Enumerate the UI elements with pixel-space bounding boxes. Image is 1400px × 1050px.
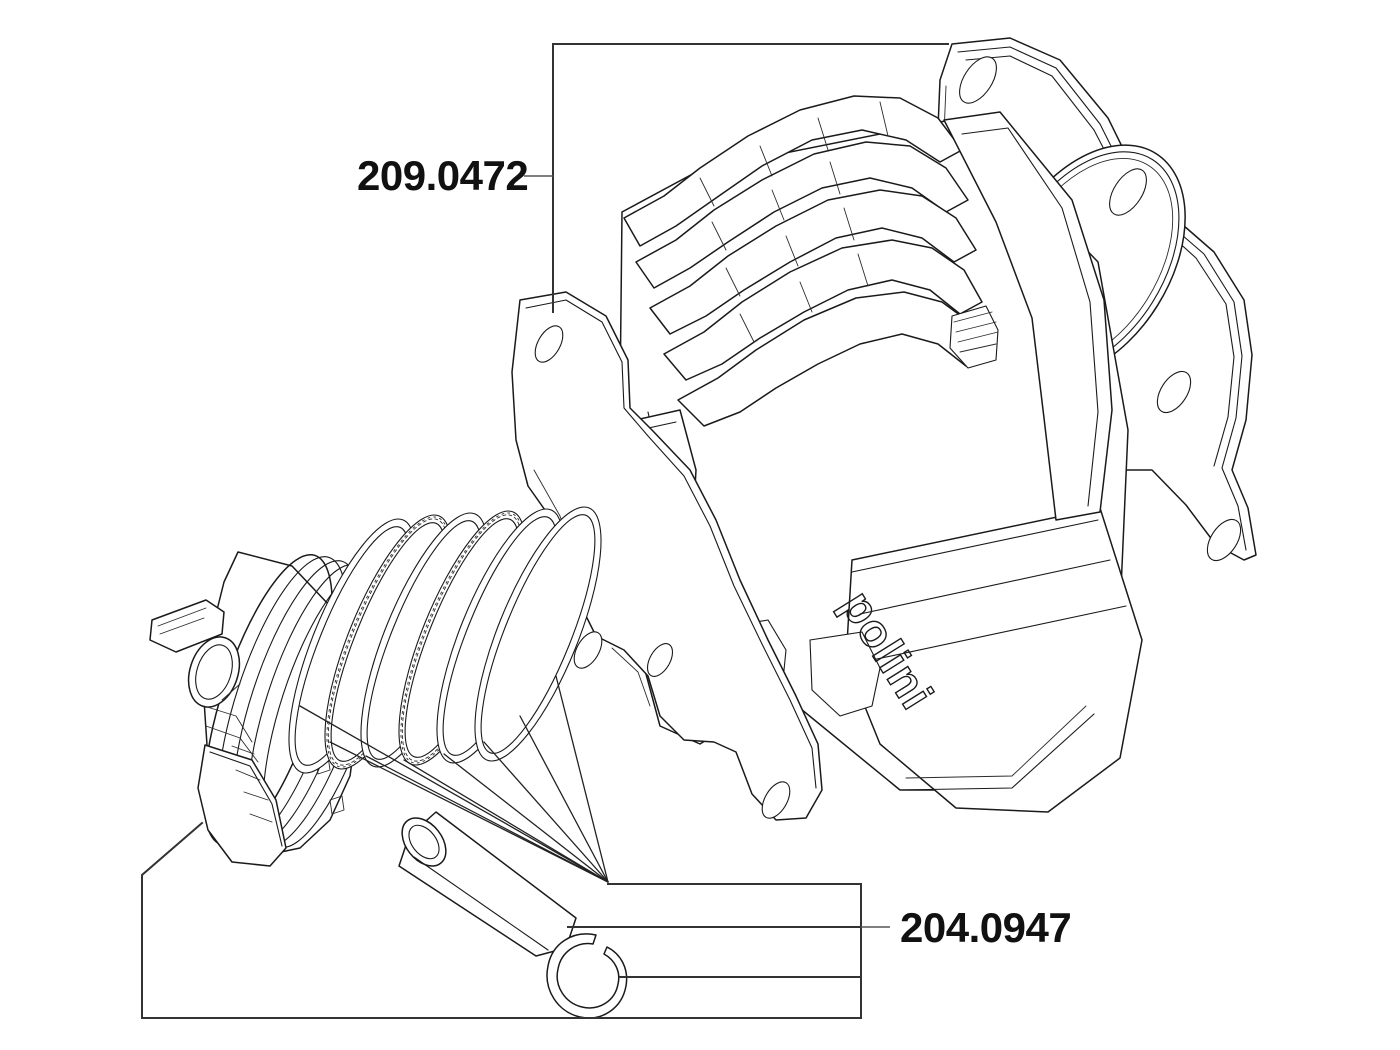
part-label-209-0472: 209.0472 bbox=[357, 152, 528, 199]
callout-209-0472: 209.0472 bbox=[357, 43, 949, 313]
head-gasket-bolt-hole bbox=[1206, 518, 1242, 562]
head-gasket-bolt-hole bbox=[1109, 168, 1147, 216]
piston-ring bbox=[474, 506, 602, 762]
cylinder-dowel bbox=[809, 631, 881, 717]
ring-callout-fan bbox=[299, 675, 609, 883]
base-gasket-bolt-hole bbox=[646, 643, 674, 677]
piston-pin-circlip bbox=[546, 933, 628, 1019]
cylinder-cooling-fins bbox=[623, 95, 989, 427]
cam-chain-tunnel bbox=[949, 305, 999, 369]
head-gasket-bolt-hole bbox=[1156, 370, 1192, 414]
part-label-204-0947: 204.0947 bbox=[900, 904, 1071, 951]
piston-ring-set bbox=[288, 506, 602, 774]
piston-pin-bore bbox=[187, 636, 241, 708]
base-gasket-bolt-hole bbox=[573, 631, 603, 669]
piston-skirt bbox=[197, 744, 287, 867]
base-gasket-bolt-hole bbox=[761, 781, 791, 819]
callout-204-0947: 204.0947 bbox=[141, 821, 1072, 1019]
piston-crown-ledge bbox=[149, 599, 225, 653]
gudgeon-pin-bore bbox=[401, 817, 447, 867]
base-gasket-bolt-hole bbox=[534, 325, 564, 363]
head-gasket-bolt-hole bbox=[959, 56, 997, 104]
